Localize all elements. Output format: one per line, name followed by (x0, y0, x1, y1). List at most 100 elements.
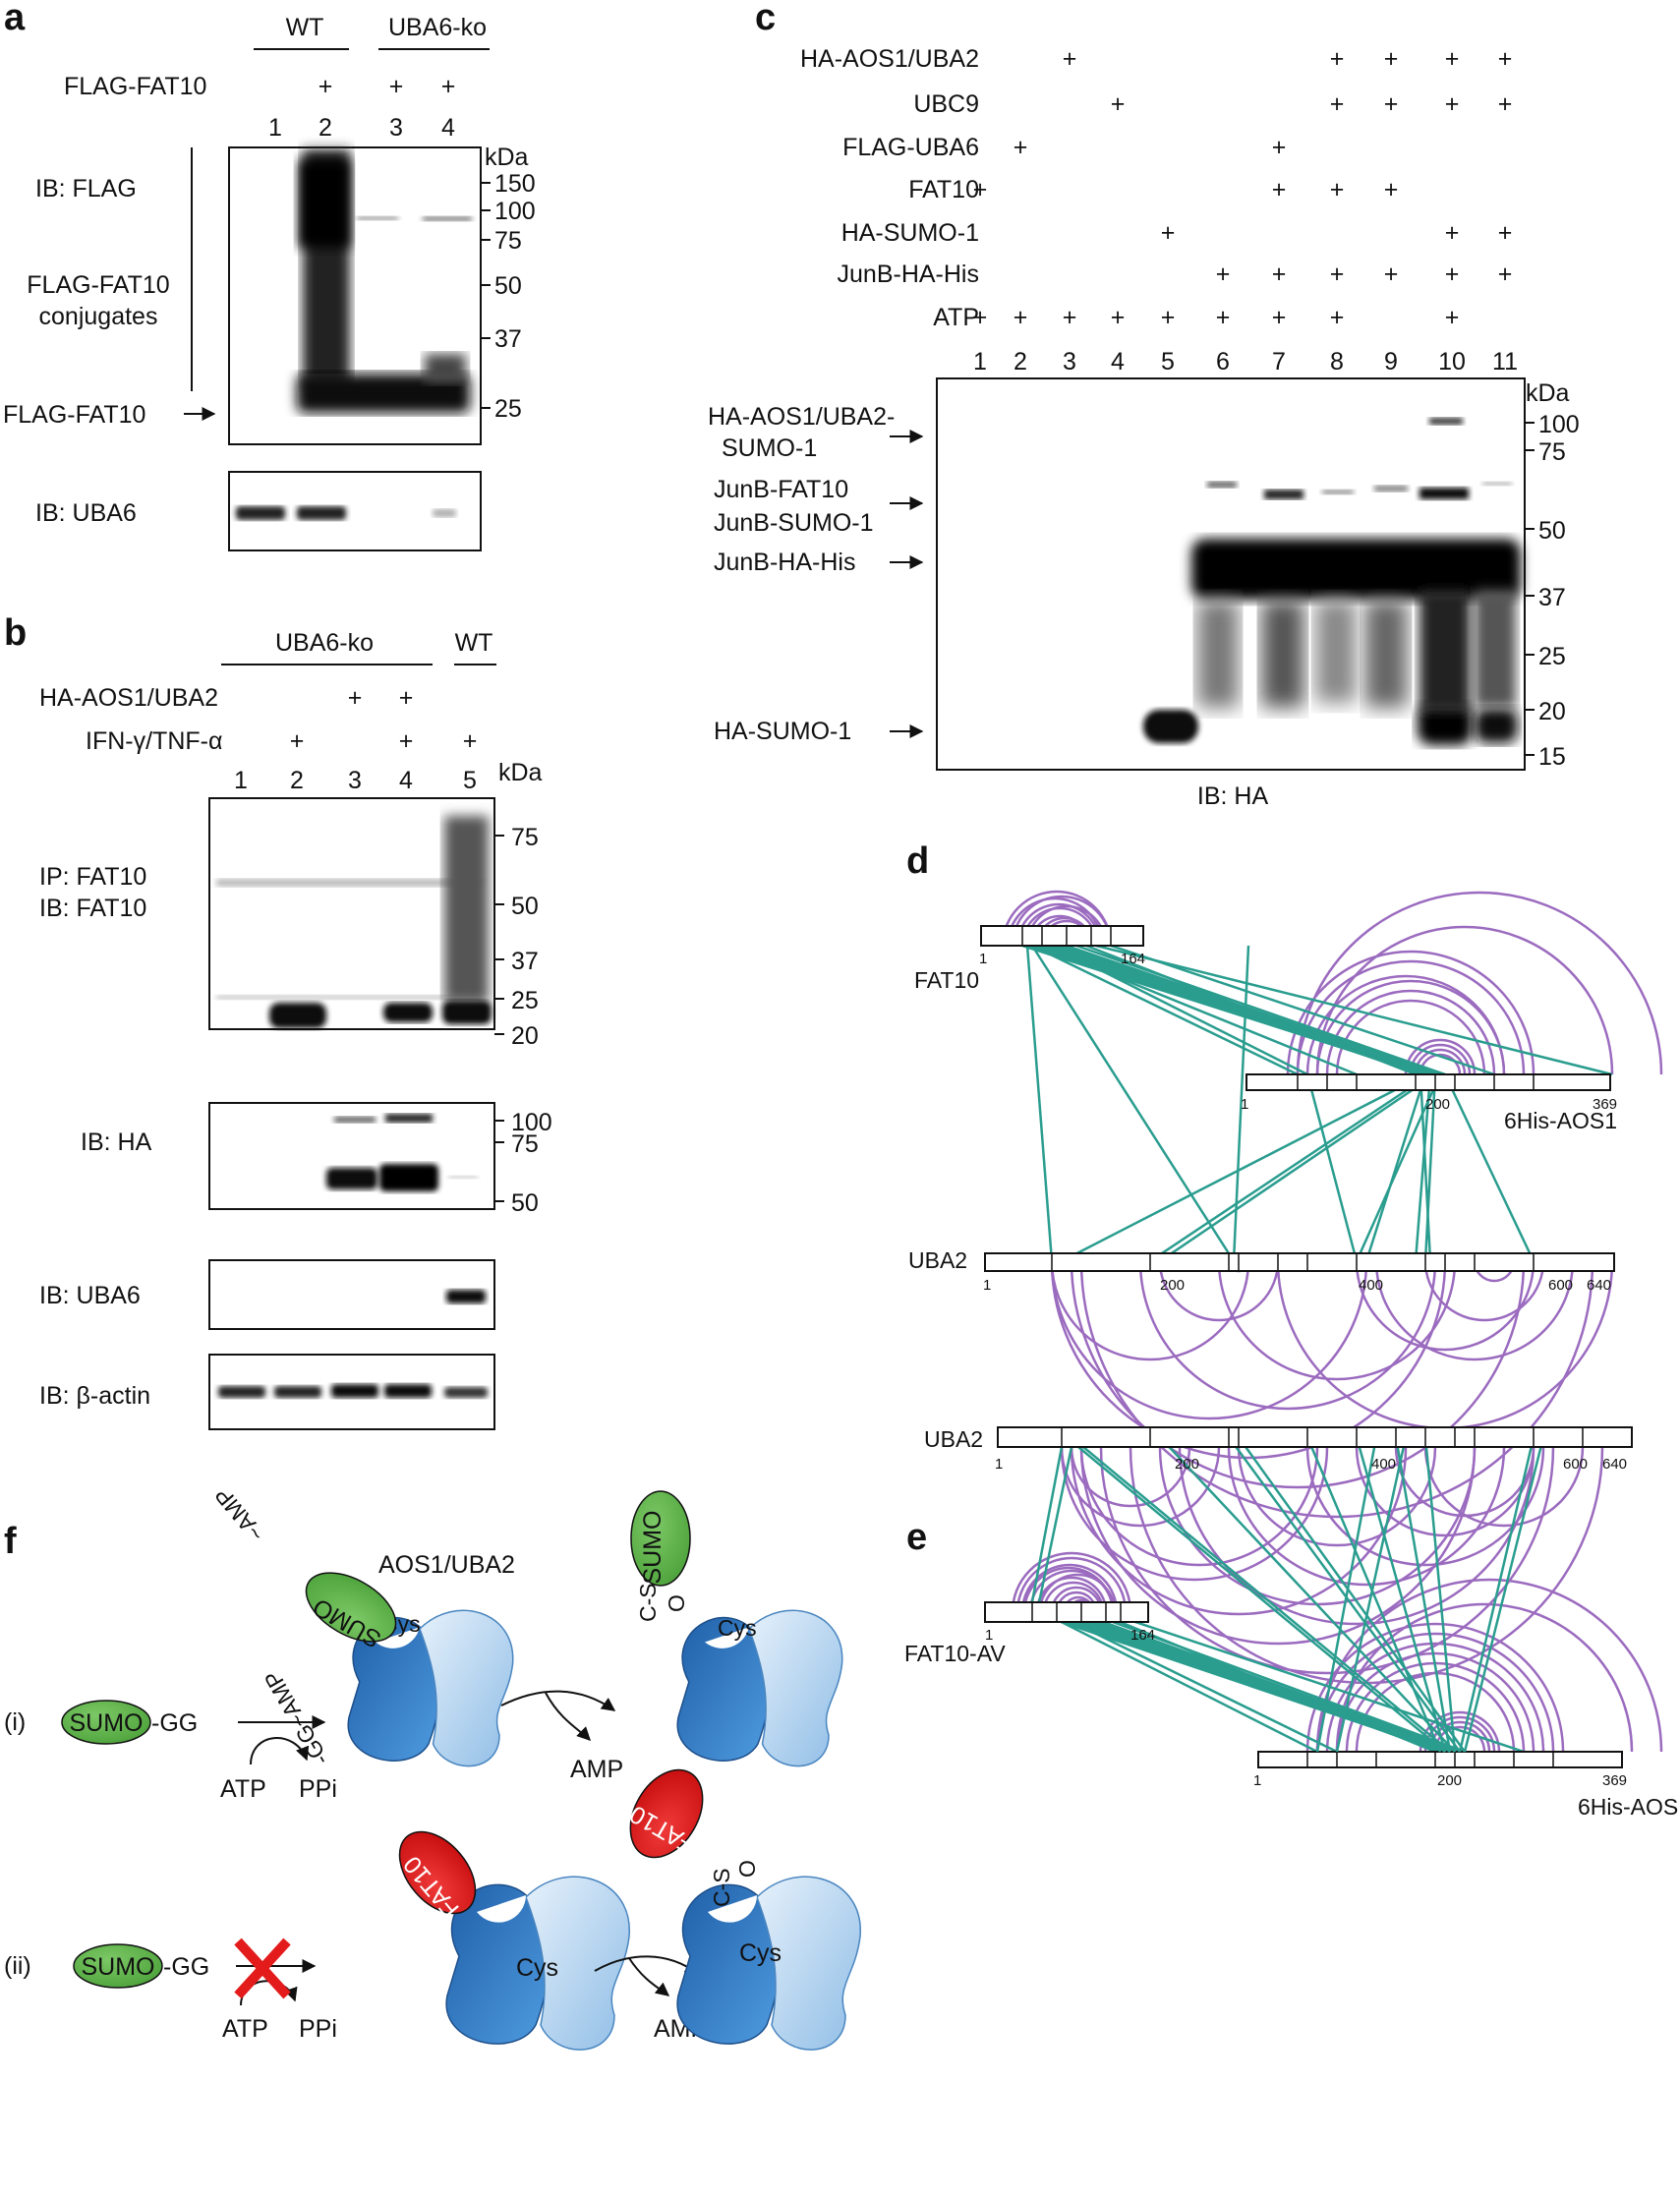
c-plus-matrix: ++++++++++++++++++++++++++++++++++ (973, 45, 1513, 331)
b-m1-75: 75 (511, 824, 539, 851)
b-ib-4: IB: β-actin (39, 1382, 150, 1410)
a-kda: kDa (485, 144, 529, 171)
c-plus-r1-l11: + (1498, 45, 1513, 73)
b-lane-5: 5 (463, 767, 477, 794)
b-blot-fat10 (208, 797, 495, 1030)
c-lane-4: 4 (1111, 348, 1125, 376)
e-uba-tick-640: 640 (1602, 1456, 1627, 1473)
c-markers: 100 75 50 37 25 20 15 (1525, 411, 1580, 771)
c-ib: IB: HA (1197, 782, 1269, 810)
a-group-wt: WT (286, 14, 324, 41)
b-group-wt: WT (455, 629, 493, 657)
a-markers: 150 100 75 50 37 25 (481, 170, 536, 423)
f-enzyme-2-lobe-right (748, 1609, 843, 1767)
c-band-junb-his: JunB-HA-His (714, 549, 855, 576)
b-blot-ha (208, 1102, 495, 1210)
d-aos1-label: 6His-AOS1 (1504, 1108, 1617, 1133)
e-uba2-label: UBA2 (924, 1426, 983, 1452)
panel-c-letter: c (755, 0, 776, 38)
e-fat-tick-1: 1 (985, 1627, 993, 1644)
f-cys-4: Cys (739, 1939, 782, 1967)
b-kda: kDa (498, 759, 543, 786)
c-plus-r7-l10: + (1445, 304, 1460, 331)
c-lane-7: 7 (1272, 348, 1286, 376)
d-uba2-bar (984, 1252, 1615, 1272)
c-row-1: HA-AOS1/UBA2 (800, 45, 979, 73)
f-gg-2: -GG (163, 1953, 209, 1981)
panel-e: e (904, 1426, 1680, 1820)
panel-a: a WT UBA6-ko FLAG-FAT10 + + + 1 2 3 4 kD… (3, 0, 536, 551)
a-marker-50: 50 (494, 272, 522, 300)
c-plus-r4-l8: + (1330, 176, 1345, 203)
f-ppi-1: PPi (299, 1775, 337, 1803)
b-blot-actin (208, 1354, 495, 1430)
d-fat-tick-1: 1 (979, 951, 987, 967)
b-lane-4: 4 (399, 767, 413, 794)
a-row-flag-fat10: FLAG-FAT10 (64, 73, 206, 100)
c-plus-r7-l8: + (1330, 304, 1345, 331)
b-plus-r2-4: + (399, 727, 414, 755)
b-lane-1: 1 (234, 767, 248, 794)
b-row-ifn: IFN-γ/TNF-α (86, 727, 222, 755)
b-group-ko: UBA6-ko (275, 629, 374, 657)
d-aos1-bar (1246, 1073, 1611, 1091)
d-crosslinks (1021, 944, 1613, 1263)
c-row-2: UBC9 (913, 90, 979, 118)
f-enzyme-1-pocket (376, 1627, 420, 1648)
c-plus-r2-l4: + (1111, 90, 1126, 118)
c-plus-r5-l10: + (1445, 219, 1460, 247)
c-plus-r7-l4: + (1111, 304, 1126, 331)
f-amp-1: AMP (570, 1756, 623, 1783)
a-plus-2: + (319, 73, 333, 100)
b-ib-2: IB: HA (81, 1128, 152, 1156)
c-plus-r1-l3: + (1063, 45, 1077, 73)
c-lane-10: 10 (1438, 348, 1466, 376)
d-uba-tick-600: 600 (1548, 1277, 1573, 1294)
c-lane-8: 8 (1330, 348, 1344, 376)
c-band-junb-sumo: JunB-SUMO-1 (714, 509, 874, 537)
e-uba2-bar (997, 1426, 1633, 1448)
panel-b: b UBA6-ko WT HA-AOS1/UBA2 IFN-γ/TNF-α + … (4, 612, 552, 1430)
e-uba-tick-200: 200 (1175, 1456, 1199, 1473)
f-fat10-bound-1 (398, 1830, 477, 1915)
c-plus-r4-l7: + (1272, 176, 1287, 203)
panel-b-letter: b (4, 612, 27, 654)
c-row-4: FAT10 (908, 176, 979, 203)
e-aos-tick-369: 369 (1602, 1772, 1627, 1789)
f-complex-label: AOS1/UBA2 (378, 1551, 515, 1579)
panel-e-letter: e (906, 1517, 927, 1558)
e-fat10-bar (984, 1601, 1149, 1623)
f-oxy-2: O (734, 1860, 760, 1878)
a-marker-100: 100 (494, 198, 536, 225)
f-enzyme-3-lobe-right (525, 1876, 630, 2051)
c-blot (936, 377, 1526, 771)
d-aos-tick-1: 1 (1241, 1096, 1248, 1113)
a-monomer: FLAG-FAT10 (3, 401, 145, 429)
f-sumo-free-2 (73, 1943, 163, 1989)
b-plus-r2-2: + (290, 727, 305, 755)
c-m-100: 100 (1538, 411, 1580, 438)
a-plus-4: + (441, 73, 456, 100)
b-lane-2: 2 (290, 767, 304, 794)
f-x-2 (234, 1938, 291, 1999)
c-m-20: 20 (1538, 698, 1566, 725)
f-sumo-free-1 (61, 1700, 151, 1745)
c-row-7: ATP (933, 304, 979, 331)
c-lane-3: 3 (1063, 348, 1076, 376)
c-row-6: JunB-HA-His (838, 260, 979, 288)
b-row-ha: HA-AOS1/UBA2 (39, 684, 218, 712)
d-fat10-label: FAT10 (914, 967, 979, 993)
f-curve-4 (628, 1957, 670, 1996)
a-group-ko: UBA6-ko (388, 14, 487, 41)
panel-d-letter: d (906, 840, 929, 882)
f-cys-3: Cys (516, 1954, 558, 1982)
f-sumo-amp: ~AMP (209, 1482, 269, 1546)
f-sumo-text-4: SUMO (82, 1953, 155, 1981)
b-plus-r1-4: + (399, 684, 414, 712)
c-plus-r5-l5: + (1161, 219, 1176, 247)
d-fat-tick-164: 164 (1121, 951, 1145, 967)
c-plus-r1-l9: + (1384, 45, 1399, 73)
c-plus-r2-l10: + (1445, 90, 1460, 118)
